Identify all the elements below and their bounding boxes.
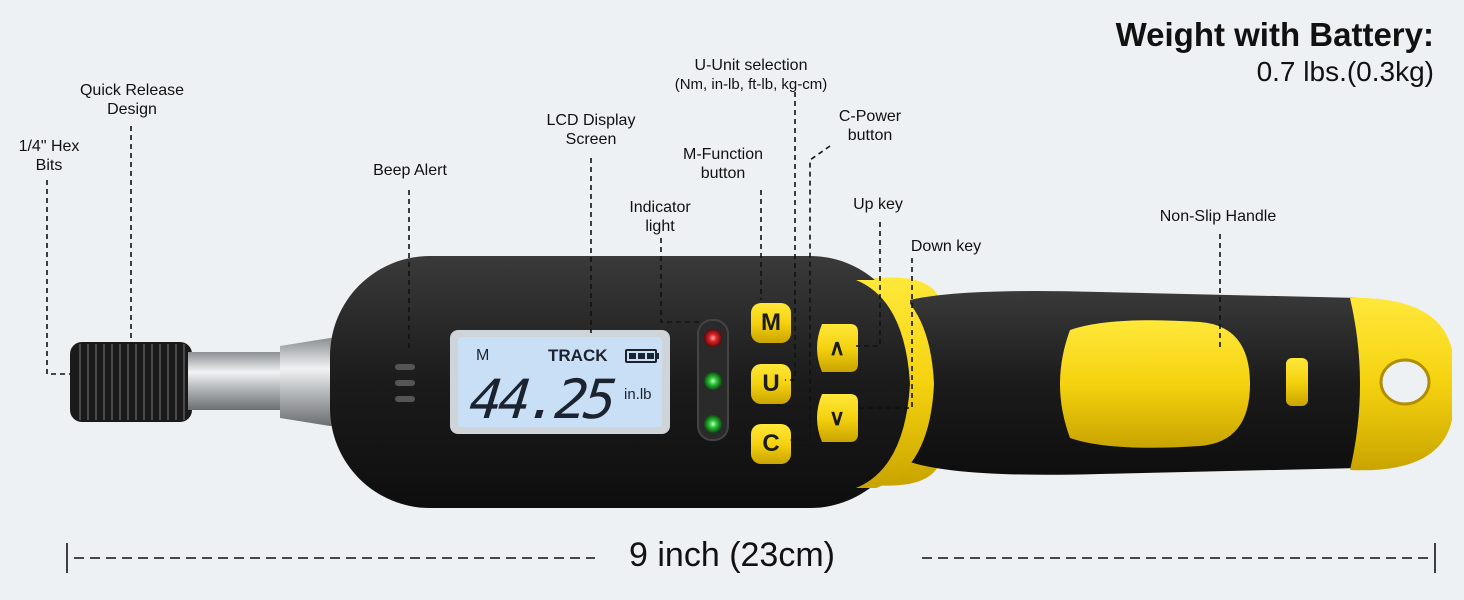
down-key-icon[interactable]: ∨ [828, 405, 846, 430]
callout-c-power-line1: C-Power [838, 108, 902, 125]
beep-speaker-holes [395, 364, 415, 402]
callout-up-key: Up key [853, 196, 903, 213]
dimension-label: 9 inch (23cm) [615, 536, 849, 574]
grip-inlay [1060, 320, 1250, 448]
callout-quick-release-line2: Design [107, 101, 157, 118]
dimension-label-wrap: 9 inch (23cm) [0, 536, 1464, 575]
callout-lcd-line1: LCD Display [546, 112, 636, 129]
callout-indicator-line1: Indicator [629, 199, 691, 216]
dimension-line [66, 543, 1436, 573]
callout-indicator-light: Indicator light [612, 198, 708, 236]
handle-slot [1286, 358, 1308, 406]
steel-shaft [188, 352, 288, 410]
c-button[interactable] [751, 424, 791, 464]
battery-icon [625, 349, 659, 363]
callout-m-function: M-Function button [664, 145, 782, 183]
quick-release-collar [70, 342, 192, 422]
callout-lines [46, 92, 1221, 441]
callout-u-unit: U-Unit selection (Nm, in-lb, ft-lb, kg-c… [646, 56, 856, 94]
callout-u-unit-line2: (Nm, in-lb, ft-lb, kg-cm) [674, 76, 828, 93]
callout-m-function-line2: button [700, 165, 746, 182]
callout-hex-bits-line2: Bits [35, 157, 63, 174]
weight-value: 0.7 lbs.(0.3kg) [1256, 56, 1434, 87]
callout-lcd-line2: Screen [565, 131, 617, 148]
u-button-label[interactable]: U [762, 370, 780, 397]
weight-title: Weight with Battery: [1115, 16, 1434, 53]
callout-down-key: Down key [910, 238, 982, 255]
callout-hex-bits: 1/4" Hex Bits [6, 137, 92, 175]
callout-c-power: C-Power button [820, 107, 920, 145]
lcd-reading: 44.25 [466, 368, 616, 431]
led-red [704, 329, 722, 347]
callout-m-function-line1: M-Function [682, 146, 764, 163]
callout-beep-alert: Beep Alert [373, 162, 447, 179]
callout-non-slip-handle: Non-Slip Handle [1159, 208, 1277, 225]
led-green-2 [704, 415, 722, 433]
callout-c-power-line2: button [847, 127, 893, 144]
u-button[interactable] [751, 364, 791, 404]
m-button-label[interactable]: M [761, 309, 781, 336]
down-key[interactable] [817, 394, 858, 442]
lcd-screen [458, 337, 662, 427]
callout-hex-bits-line1: 1/4" Hex [18, 138, 80, 155]
callout-quick-release-line1: Quick Release [79, 82, 185, 99]
lcd-unit: in.lb [624, 386, 652, 403]
led-green-1 [704, 372, 722, 390]
lcd-status: TRACK [548, 346, 608, 365]
c-button-label[interactable]: C [762, 430, 780, 457]
up-key[interactable] [817, 324, 858, 372]
head-yellow-band [856, 280, 934, 488]
callout-lcd-display: LCD Display Screen [530, 111, 652, 149]
m-button[interactable] [751, 303, 791, 343]
hang-hole [1379, 358, 1431, 406]
callout-indicator-line2: light [645, 218, 675, 235]
up-key-icon[interactable]: ∧ [828, 335, 846, 360]
callout-quick-release: Quick Release Design [66, 81, 198, 119]
lcd-mode: M [476, 347, 490, 364]
callout-u-unit-line1: U-Unit selection [694, 57, 808, 74]
